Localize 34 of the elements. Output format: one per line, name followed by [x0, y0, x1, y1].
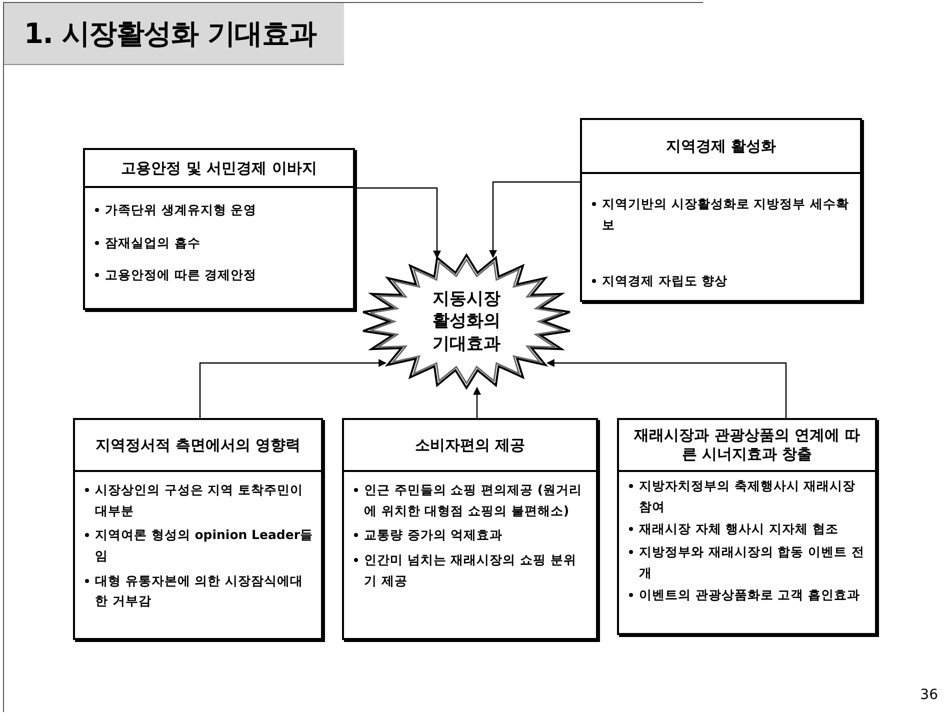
- arrow: [546, 359, 787, 418]
- box-heading: 지역정서적 측면에서의 영향력: [95, 436, 301, 454]
- bullet-text: 지방정부와 재래시장의 합동 이벤트 전개: [639, 542, 866, 582]
- effect-box: [617, 418, 877, 635]
- center-text: 지동시장 활성화의 기대효과: [432, 288, 502, 355]
- bullet-text: 지역여론 형성의 opinion Leader들임: [95, 526, 313, 565]
- bullet-text: 인간미 넘치는 재래시장의 쇼핑 분위기 제공: [364, 550, 578, 590]
- arrow: [473, 386, 481, 418]
- bullet-text: 지역경제 자립도 향상: [602, 272, 728, 290]
- effect-box: [83, 148, 355, 310]
- bullet-text: 이벤트의 관광상품화로 고객 흡인효과: [639, 586, 860, 604]
- bullet-text: 재래시장 자체 행사시 지자체 협조: [639, 520, 838, 538]
- box-heading: 고용안정 및 서민경제 이바지: [121, 158, 317, 178]
- effect-box: [342, 418, 598, 640]
- effect-box: [73, 418, 323, 640]
- bullet-text: 지역기반의 시장활성화로 지방정부 세수확보: [602, 195, 850, 234]
- arrow: [489, 181, 580, 258]
- arrow: [199, 359, 387, 418]
- box-heading: 지역경제 활성화: [666, 136, 776, 156]
- page-number: 36: [920, 686, 938, 705]
- starburst-shape: [360, 253, 573, 390]
- bullet-text: 교통량 증가의 억제효과: [364, 526, 503, 544]
- bullet-text: 지방자치정부의 축제행사시 재래시장 참여: [639, 477, 857, 516]
- arrow: [355, 187, 441, 259]
- bullet-text: 가족단위 생계유지형 운영: [105, 201, 257, 219]
- effect-box: [580, 118, 862, 302]
- bullet-text: 시장상인의 구성은 지역 토착주민이 대부분: [95, 481, 304, 520]
- box-heading: 소비자편의 제공: [414, 436, 526, 454]
- bullet-text: 대형 유통자본에 의한 시장잠식에대한 거부감: [95, 572, 304, 610]
- page-title: 1. 시장활성화 기대효과: [24, 16, 317, 52]
- bullet-text: 잠재실업의 흡수: [105, 234, 200, 252]
- box-heading: 재래시장과 관광상품의 연계에 따른 시너지효과 창출: [632, 426, 861, 464]
- bullet-text: 인근 주민들의 쇼핑 편의제공 (원거리에 위치한 대형점 쇼핑의 불편해소): [364, 481, 584, 520]
- bullet-text: 고용안정에 따른 경제안정: [105, 266, 257, 284]
